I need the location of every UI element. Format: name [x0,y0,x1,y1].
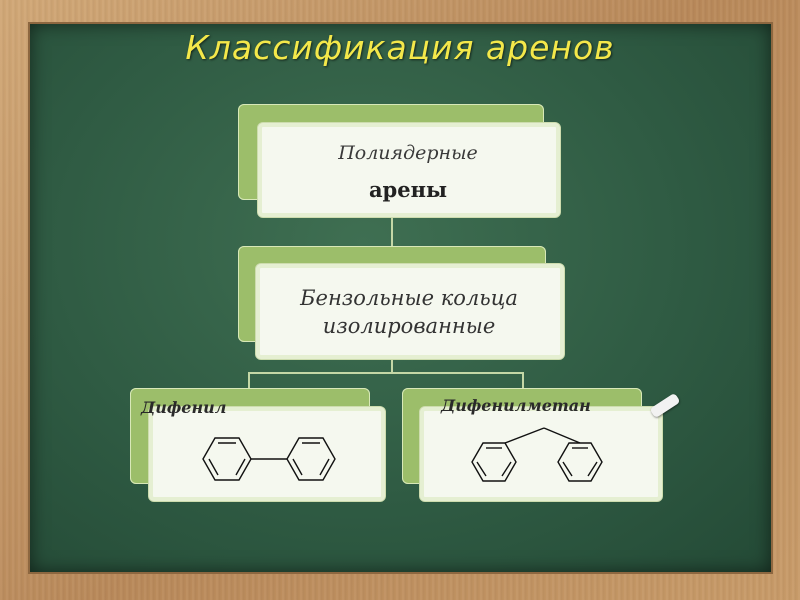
leaf-biphenyl-label: Дифенил [141,398,227,417]
middle-node [255,263,565,360]
connector-left-leaf [248,372,250,390]
middle-node-line1: Бензольные кольца [300,286,518,310]
leaf-diphenylmethane [419,406,663,502]
connector-horizontal [248,372,524,374]
diphenylmethane-structure-icon [471,427,603,482]
root-node [257,122,561,218]
leaf-biphenyl [148,406,386,502]
connector-root-middle [391,216,393,250]
connector-right-leaf [522,372,524,390]
root-node-line1: Полиядерные [338,142,478,164]
middle-node-line2: изолированные [322,314,496,338]
leaf-diphenylmethane-label: Дифенилметан [441,396,591,415]
slide-title: Классификация аренов [185,28,615,67]
connector-middle-down [391,356,393,372]
root-node-line2: арены [368,177,448,202]
biphenyl-structure-icon [202,437,336,481]
